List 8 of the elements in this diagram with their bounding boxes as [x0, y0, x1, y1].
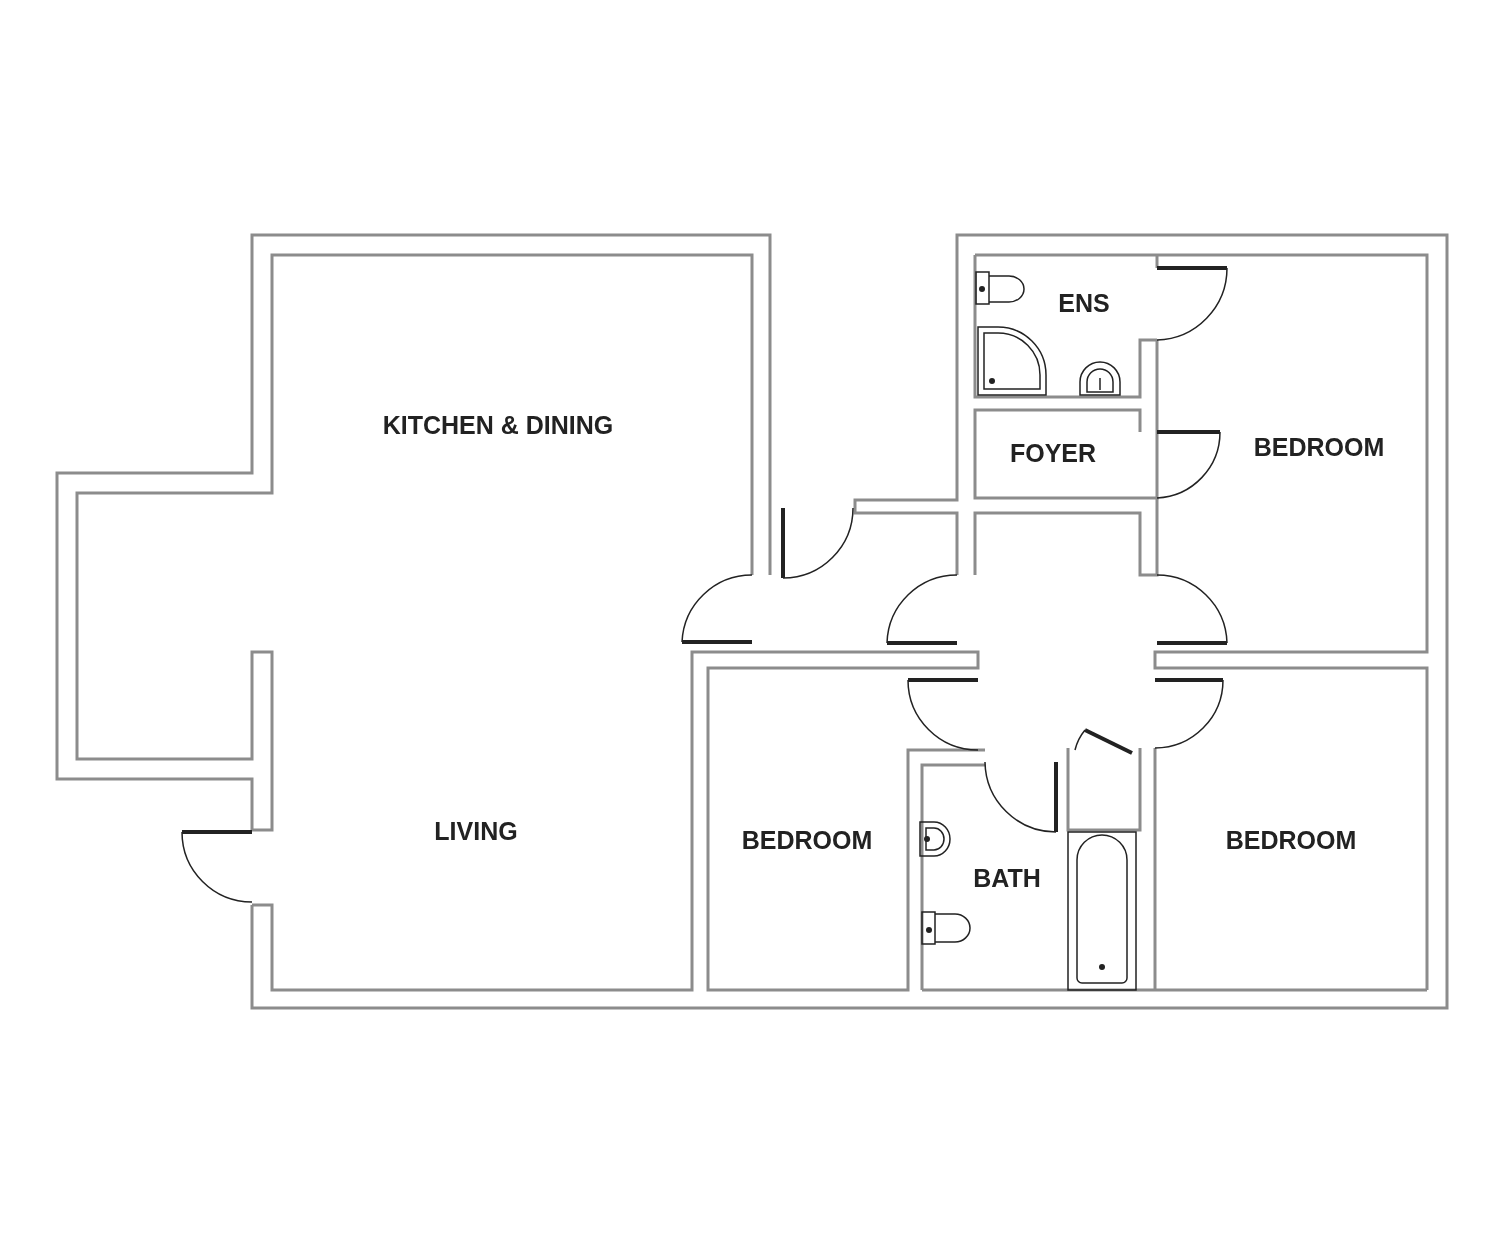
- room-label: LIVING: [434, 816, 518, 846]
- room-label: ENS: [1058, 288, 1110, 318]
- room-label: BEDROOM: [1225, 825, 1357, 855]
- room-label: BEDROOM: [741, 825, 873, 855]
- room-label: BEDROOM: [1253, 432, 1385, 462]
- room-label: KITCHEN & DINING: [382, 410, 614, 440]
- room-label: BATH: [973, 863, 1041, 893]
- room-label: FOYER: [1009, 438, 1097, 468]
